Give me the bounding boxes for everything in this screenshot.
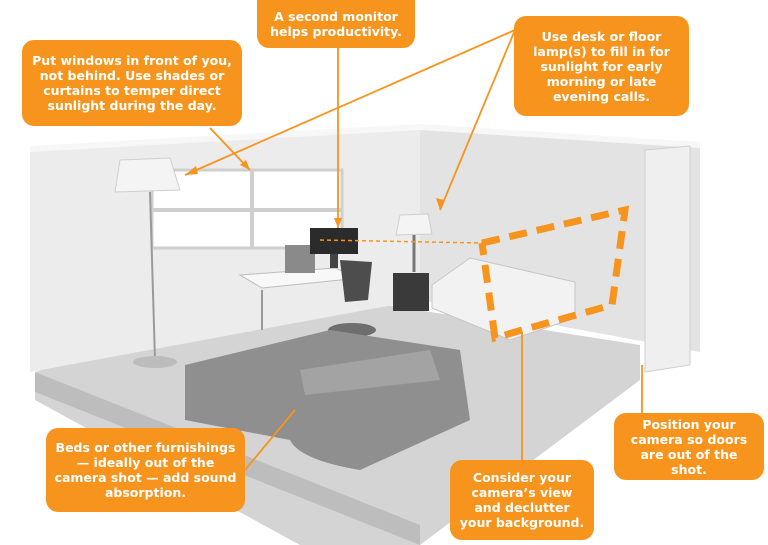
pointer-lamp-floor: [184, 29, 516, 176]
table-lamp-shade: [395, 213, 433, 236]
bed-pillow: [300, 350, 440, 395]
arrowhead-windows: [240, 160, 250, 170]
floor-lamp-base: [133, 356, 177, 368]
pointer-lamp-table: [439, 29, 516, 211]
arrowhead-lamp-table: [436, 198, 444, 210]
side-table: [393, 273, 429, 311]
office-chair: [340, 260, 372, 302]
arrowhead-monitor: [334, 218, 342, 228]
door: [644, 145, 691, 373]
callout-monitor: A second monitor helps productivity.: [257, 0, 415, 48]
callout-lamp: Use desk or floor lamp(s) to fill in for…: [514, 16, 689, 116]
floor-lamp-shade: [114, 157, 181, 193]
callout-beds: Beds or other furnishings — ideally out …: [46, 428, 245, 512]
callout-doors: Position your camera so doors are out of…: [614, 413, 764, 480]
wall-top: [30, 124, 700, 152]
callout-camera-view: Consider your camera’s view and declutte…: [450, 460, 594, 540]
arrowhead-lamp-floor: [185, 166, 198, 175]
pointer-beds: [244, 409, 296, 471]
camera-view-rays: [319, 239, 483, 244]
monitor-stand: [330, 254, 338, 268]
camera-view-frame: [478, 205, 630, 343]
floor-lamp-pole: [149, 191, 156, 361]
callout-windows: Put windows in front of you, not behind.…: [22, 40, 242, 126]
